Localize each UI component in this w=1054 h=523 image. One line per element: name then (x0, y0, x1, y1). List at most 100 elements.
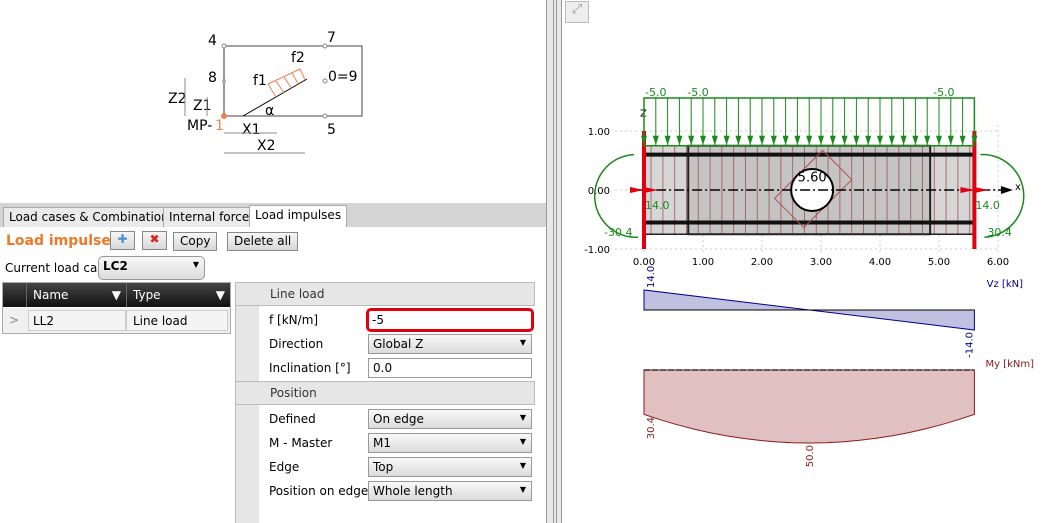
x-tick-label: 5.00 (928, 257, 950, 268)
sketch-label-f1: f1 (253, 73, 267, 89)
sketch-label-5: 5 (327, 122, 336, 138)
sketch-label-7: 7 (327, 30, 336, 46)
tab-load-cases[interactable]: Load cases & Combinations (3, 207, 181, 227)
sketch-label-z2: Z2 (168, 91, 187, 107)
load-arrowhead-icon (664, 135, 671, 146)
load-sketch: 4 7 8 0=9 5 f1 f2 Z2 Z1 X1 X2 α MP- 1 (168, 30, 363, 154)
y-tick-label: 0.00 (588, 186, 610, 197)
properties-panel: Line load f [kN/m] -5 Direction Global Z… (235, 282, 536, 523)
reaction-force-right: 14.0 (975, 199, 1000, 212)
sketch-label-alpha: α (265, 103, 274, 119)
prop-label: Edge (269, 460, 300, 474)
dropdown-arrow-icon: ▼ (519, 461, 526, 470)
prop-label: f [kN/m] (269, 313, 319, 327)
reaction-moment-right-icon (980, 153, 1025, 238)
fullscreen-button[interactable]: ⤢ (565, 1, 589, 23)
dropdown-arrow-icon: ▼ (519, 437, 526, 446)
copy-button[interactable]: Copy (173, 232, 218, 251)
load-arrowhead-icon (877, 135, 883, 146)
delete-all-button[interactable]: Delete all (227, 232, 299, 251)
load-arrowhead-icon (676, 135, 683, 146)
load-label: -5.0 (933, 86, 954, 99)
load-impulses-table: Name▼ Type▼ > LL2 Line load (2, 282, 231, 334)
current-load-case-label: Current load case (5, 261, 111, 275)
x-tick-label: 4.00 (869, 257, 891, 268)
master-select[interactable]: M1▼ (368, 433, 532, 453)
load-arrowhead-icon (818, 135, 824, 146)
cell-name[interactable]: LL2 (28, 310, 126, 331)
position-on-edge-select[interactable]: Whole length▼ (368, 481, 532, 501)
column-header-name[interactable]: Name▼ (26, 283, 126, 307)
sketch-label-09: 0=9 (328, 69, 358, 85)
prop-label: Direction (269, 337, 324, 351)
load-arrowhead-icon (947, 135, 954, 146)
dropdown-arrow-icon: ▼ (519, 338, 526, 347)
y-tick-label: 1.00 (588, 127, 610, 138)
plus-icon: ✚ (117, 232, 128, 246)
x-axis-arrow-icon (1000, 186, 1013, 194)
sketch-label-4: 4 (208, 33, 217, 49)
load-case-value: LC2 (103, 259, 128, 273)
load-arrowhead-icon (700, 135, 706, 146)
filter-icon[interactable]: ▼ (111, 288, 121, 302)
load-arrowhead-icon (770, 135, 777, 146)
load-arrowhead-icon (959, 135, 966, 146)
defined-select[interactable]: On edge▼ (368, 409, 532, 429)
delete-button[interactable]: ✖ (142, 231, 167, 250)
support-arrow-icon (630, 187, 658, 193)
direction-select[interactable]: Global Z▼ (368, 334, 532, 354)
tab-load-impulses[interactable]: Load impulses (249, 205, 348, 227)
x-tick-label: 0.00 (633, 257, 655, 268)
load-arrowhead-icon (841, 135, 848, 146)
load-arrowhead-icon (652, 135, 659, 146)
load-arrowhead-icon (641, 135, 647, 146)
left-panel: 4 7 8 0=9 5 f1 f2 Z2 Z1 X1 X2 α MP- 1 Lo… (0, 30, 546, 523)
reaction-force-left: 14.0 (645, 199, 670, 212)
prop-row-position-on-edge: Position on edge Whole length▼ (235, 479, 535, 503)
opening-label: 5.60 (798, 171, 827, 186)
inclination-input[interactable]: 0.0 (368, 358, 532, 378)
load-arrowhead-icon (806, 135, 813, 146)
x-tick-label: 3.00 (810, 257, 832, 268)
load-arrowhead-icon (829, 135, 836, 146)
x-axis-label: x (1015, 182, 1021, 193)
f-input[interactable]: -5 (366, 308, 534, 332)
load-arrowhead-icon (711, 135, 718, 146)
load-arrowhead-icon (747, 135, 754, 146)
dropdown-arrow-icon: ▼ (519, 485, 526, 494)
prop-label: Position on edge (269, 484, 369, 498)
prop-label: Inclination [°] (269, 361, 351, 375)
load-arrowhead-icon (865, 135, 872, 146)
column-header-type[interactable]: Type▼ (126, 283, 230, 307)
load-arrowhead-icon (888, 135, 895, 146)
filter-icon[interactable]: ▼ (215, 288, 225, 302)
vz-end-label: -14.0 (964, 332, 975, 358)
x-tick-label: 2.00 (751, 257, 773, 268)
prop-label: M - Master (269, 436, 333, 450)
my-diagram (643, 369, 975, 444)
red-x-icon: ✖ (149, 232, 160, 246)
load-arrowhead-icon (723, 135, 730, 146)
cell-type[interactable]: Line load (126, 310, 228, 331)
y-tick-label: -1.00 (584, 245, 610, 256)
load-label: -5.0 (687, 86, 708, 99)
add-button[interactable]: ✚ (110, 231, 135, 250)
section-line-load: Line load (235, 282, 535, 306)
edge-select[interactable]: Top▼ (368, 457, 532, 477)
support-arrow-icon (960, 187, 989, 193)
load-case-select[interactable]: LC2▼ (98, 256, 205, 280)
expand-icon: ⤢ (571, 2, 583, 17)
my-title: My [kNm] (985, 359, 1034, 370)
sketch-label-mp-number: 1 (215, 118, 224, 134)
section-title: Load impulses (6, 233, 120, 249)
vz-title: Vz [kN] (987, 279, 1023, 290)
tab-internal-forces[interactable]: Internal forces (163, 207, 262, 227)
table-row[interactable]: > LL2 Line load (3, 308, 230, 333)
panel-splitter[interactable] (546, 0, 562, 523)
section-position: Position (235, 381, 535, 405)
load-arrowhead-icon (900, 135, 907, 146)
sketch-label-x2: X2 (257, 138, 276, 154)
sketch-label-x1: X1 (242, 122, 261, 138)
load-arrowhead-icon (782, 135, 789, 146)
